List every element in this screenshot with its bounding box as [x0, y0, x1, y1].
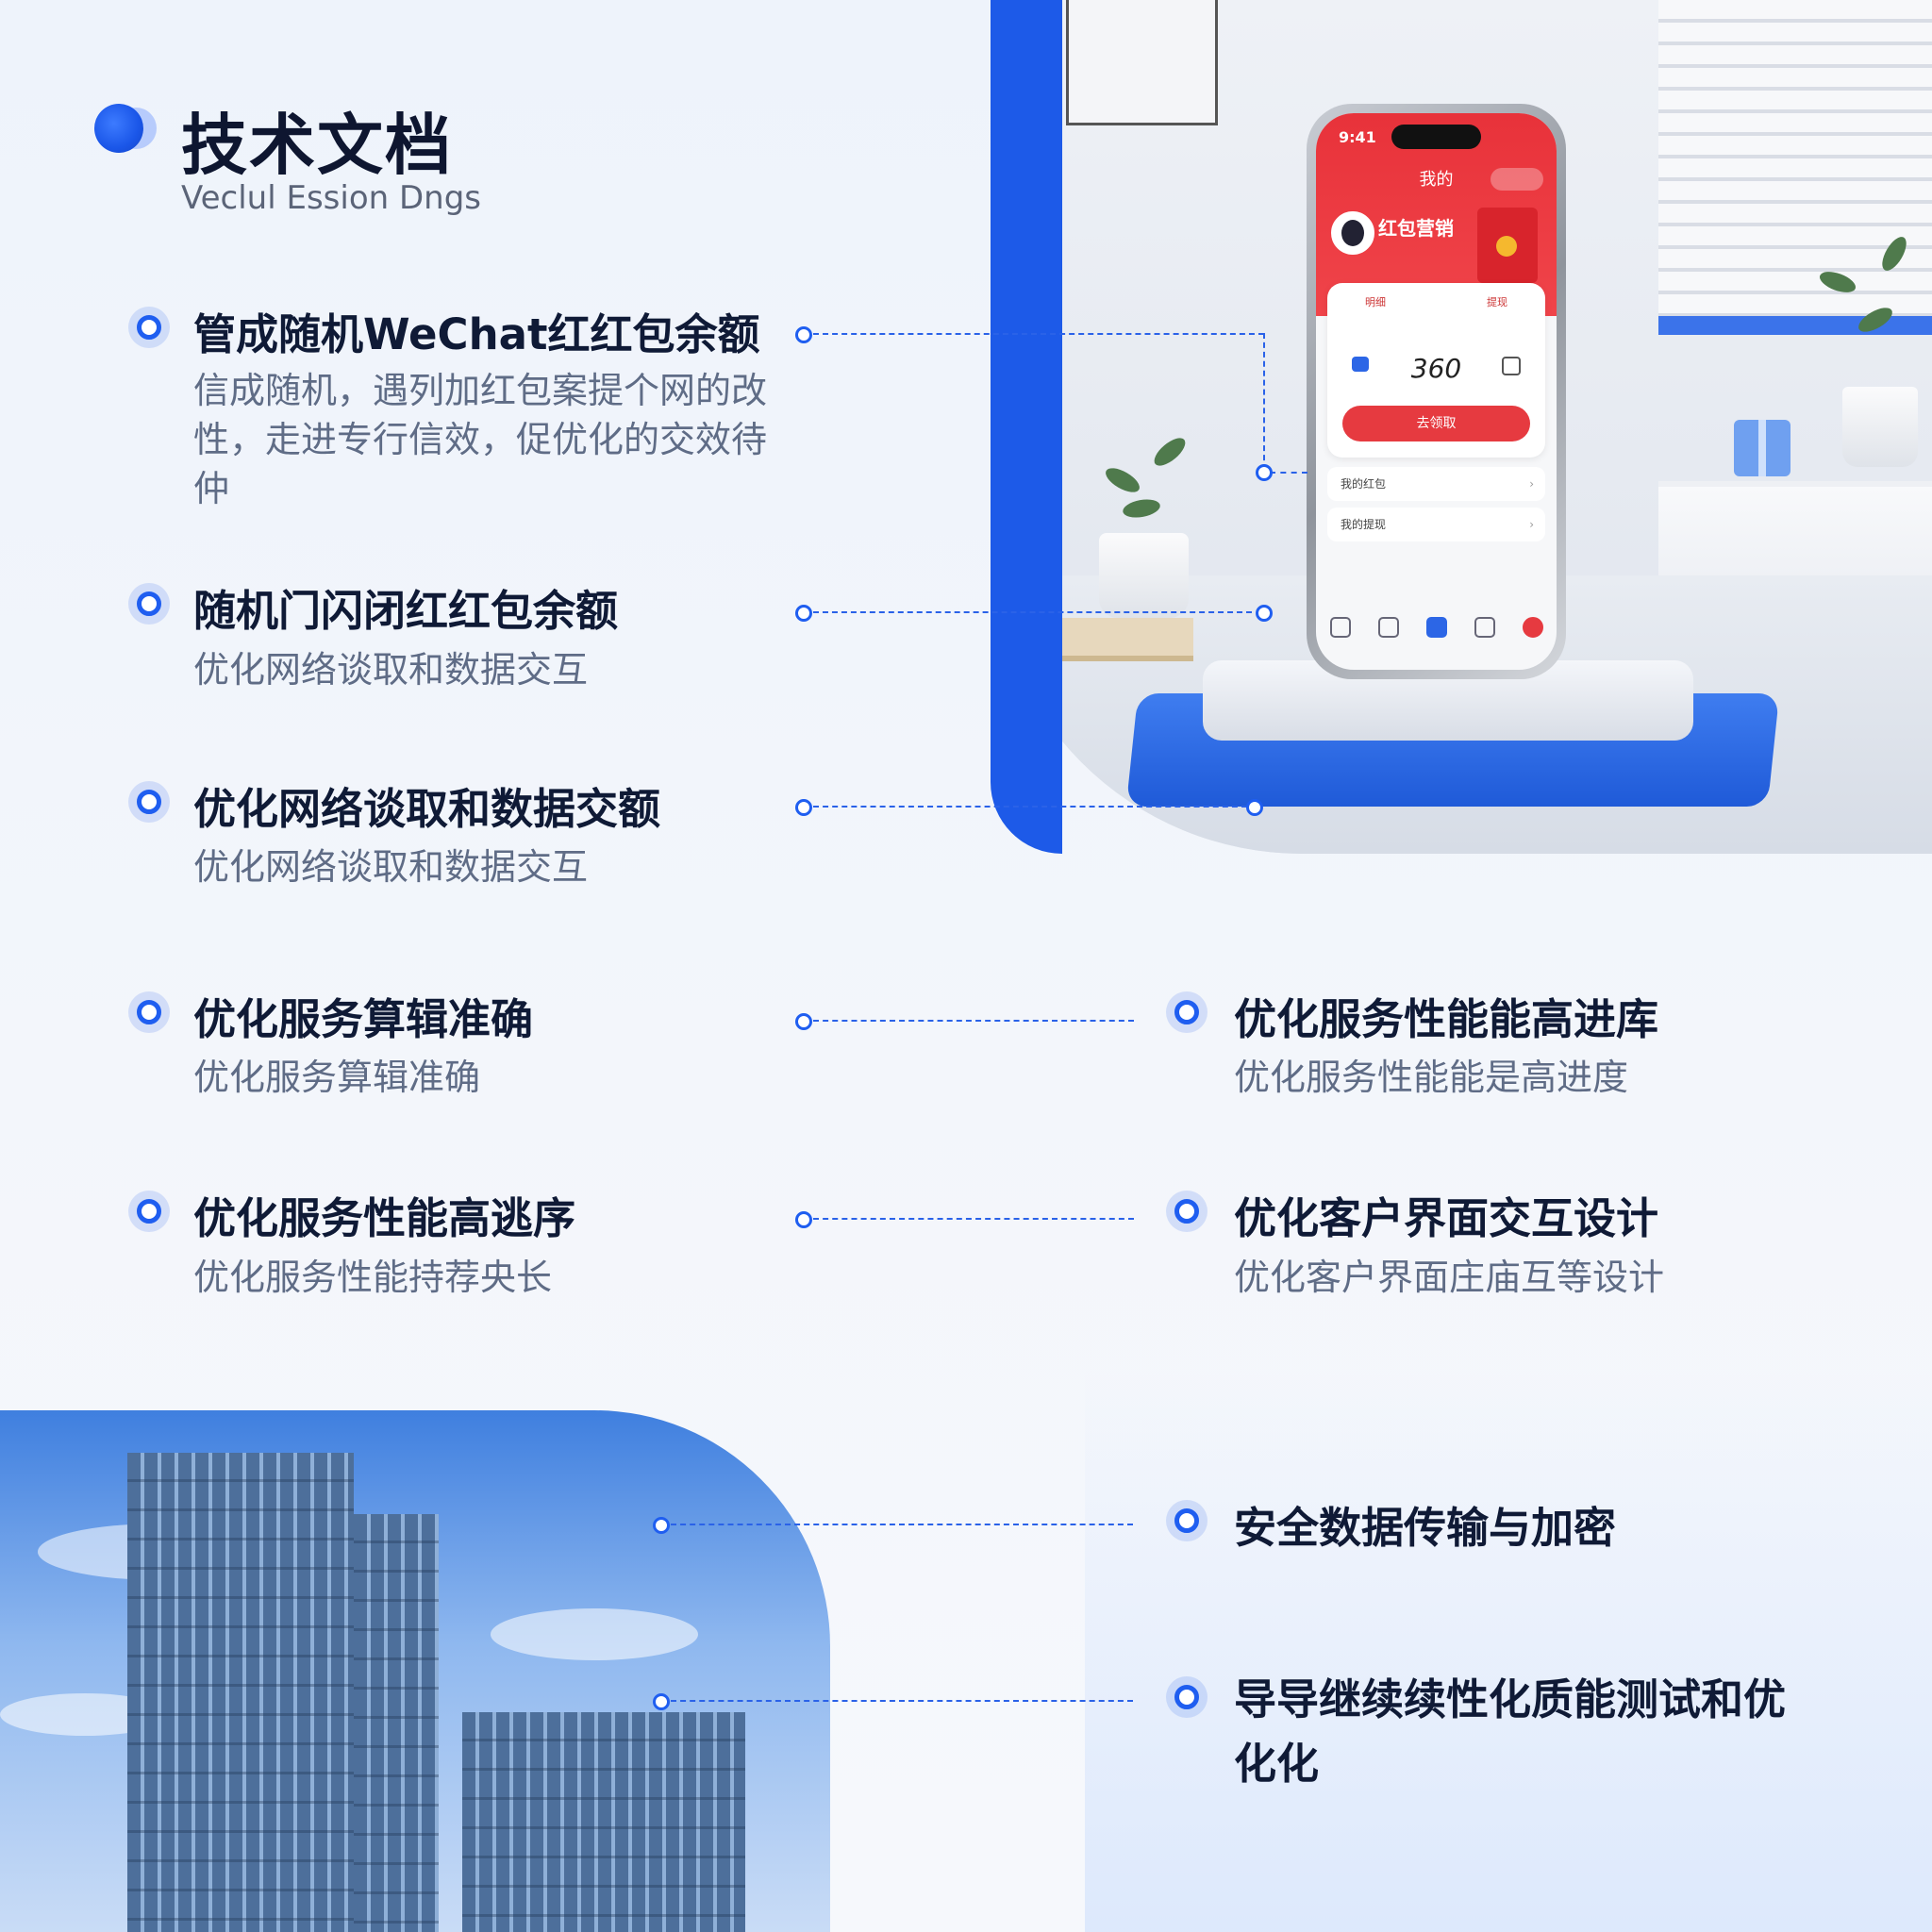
bullet-icon: [128, 583, 170, 625]
cloud: [491, 1608, 698, 1660]
gift-box-icon: [1734, 420, 1790, 476]
bullet-icon: [1166, 1191, 1208, 1232]
feature-title: 优化服务性能高逃序: [193, 1193, 576, 1243]
smartphone: 9:41 我的 红包营销 明细 提现 360 去领取 我的红包 › 我的提现 ›: [1307, 104, 1566, 679]
connector-line: [813, 333, 1264, 335]
list-item[interactable]: 我的提现 ›: [1327, 508, 1545, 541]
avatar[interactable]: [1331, 211, 1374, 255]
feature-description: 优化网络谈取和数据交互: [193, 649, 589, 691]
feature-title: 随机门闪闭红红包余额: [193, 586, 619, 636]
connector-line: [1263, 333, 1265, 470]
dynamic-island: [1391, 125, 1481, 149]
connector-dot: [1256, 605, 1273, 622]
feature-description: 优化服务算辑准确: [193, 1057, 481, 1098]
phone-scene: 9:41 我的 红包营销 明细 提现 360 去领取 我的红包 › 我的提现 ›: [991, 0, 1932, 854]
connector-dot: [795, 1211, 812, 1228]
feature-description: 优化网络谈取和数据交互: [193, 846, 589, 888]
office-tower: [127, 1453, 354, 1932]
claim-button[interactable]: 去领取: [1342, 406, 1530, 441]
tab-withdraw[interactable]: 提现: [1487, 296, 1507, 308]
phone-screen: 9:41 我的 红包营销 明细 提现 360 去领取 我的红包 › 我的提现 ›: [1316, 113, 1557, 670]
feature-title: 管成随机WeChat红红包余额: [193, 309, 760, 359]
connector-line: [671, 1700, 1133, 1702]
bullet-icon: [128, 781, 170, 823]
profile-name: 红包营销: [1378, 217, 1454, 240]
connector-dot: [795, 799, 812, 816]
bullet-icon: [1166, 1500, 1208, 1541]
tab-details[interactable]: 明细: [1365, 296, 1386, 308]
connector-line: [813, 611, 1252, 613]
chevron-right-icon: ›: [1529, 477, 1534, 491]
wallet-icon[interactable]: [1352, 357, 1369, 372]
connector-line: [813, 806, 1247, 808]
connector-dot: [653, 1693, 670, 1710]
connector-line: [813, 1218, 1134, 1220]
record-icon[interactable]: [1502, 357, 1521, 375]
background-glow: [1085, 1368, 1932, 1932]
list-item-label: 我的提现: [1341, 518, 1387, 531]
bullet-icon: [1166, 1676, 1208, 1718]
discover-icon[interactable]: [1474, 617, 1495, 638]
plant-pot-right: [1842, 387, 1918, 467]
feature-description: 优化服务性能能是高进度: [1234, 1057, 1629, 1098]
leaf-icon: [1149, 433, 1191, 471]
connector-dot: [795, 605, 812, 622]
feature-description: 信成随机，遇列加红包案提个网的改性，走进专行信效，促优化的交效待仲: [193, 370, 768, 509]
bullet-icon: [1166, 991, 1208, 1033]
building-scene: [0, 1410, 830, 1932]
status-time: 9:41: [1339, 128, 1376, 146]
scene-accent-edge: [991, 0, 1062, 854]
feature-title: 优化服务算辑准确: [193, 994, 534, 1044]
wallet-tab-icon[interactable]: [1425, 617, 1447, 638]
feature-title: 安全数据传输与加密: [1234, 1503, 1617, 1553]
menu-pill[interactable]: [1491, 168, 1543, 191]
page-subtitle: Veclul Ession Dngs: [181, 179, 482, 217]
feature-title: 优化服务性能能高进库: [1234, 994, 1659, 1044]
balance-amount: 360: [1410, 353, 1462, 384]
feature-description: 优化客户界面庄庙互等设计: [1234, 1257, 1665, 1298]
blinds-bar: [1658, 316, 1932, 335]
red-envelope-icon: [1477, 208, 1538, 283]
connector-line: [671, 1524, 1133, 1525]
logo-dot-icon: [94, 104, 143, 153]
list-item[interactable]: 我的红包 ›: [1327, 467, 1545, 501]
connector-dot: [795, 1013, 812, 1030]
feature-title: 导导继续续性化质能测试和优化化: [1234, 1674, 1787, 1789]
office-tower-small: [462, 1712, 745, 1932]
bottom-nav: [1316, 604, 1557, 651]
home-icon[interactable]: [1329, 617, 1351, 638]
message-icon[interactable]: [1377, 617, 1399, 638]
connector-line: [813, 1020, 1134, 1022]
bullet-icon: [128, 307, 170, 348]
connector-line: [1270, 472, 1307, 474]
connector-dot: [1256, 464, 1273, 481]
plant-pot-left: [1099, 533, 1189, 618]
screen-title: 我的: [1419, 170, 1454, 190]
feature-title: 优化客户界面交互设计: [1234, 1193, 1659, 1243]
list-item-label: 我的红包: [1341, 477, 1387, 491]
window-blinds: [1658, 0, 1932, 321]
bullet-icon: [128, 991, 170, 1033]
connector-dot: [1246, 799, 1263, 816]
office-tower-wing: [354, 1514, 439, 1932]
user-icon[interactable]: [1522, 617, 1543, 638]
chevron-right-icon: ›: [1529, 518, 1534, 531]
balance-card: 明细 提现 360 去领取: [1327, 283, 1545, 458]
bullet-icon: [128, 1191, 170, 1232]
feature-description: 优化服务性能持荐央长: [193, 1257, 553, 1298]
page-title: 技术文档: [181, 107, 453, 184]
leaf-icon: [1121, 496, 1162, 521]
connector-dot: [653, 1517, 670, 1534]
wall-frame: [1066, 0, 1218, 125]
feature-title: 优化网络谈取和数据交额: [193, 784, 661, 834]
leaf-icon: [1102, 463, 1143, 497]
connector-dot: [795, 326, 812, 343]
